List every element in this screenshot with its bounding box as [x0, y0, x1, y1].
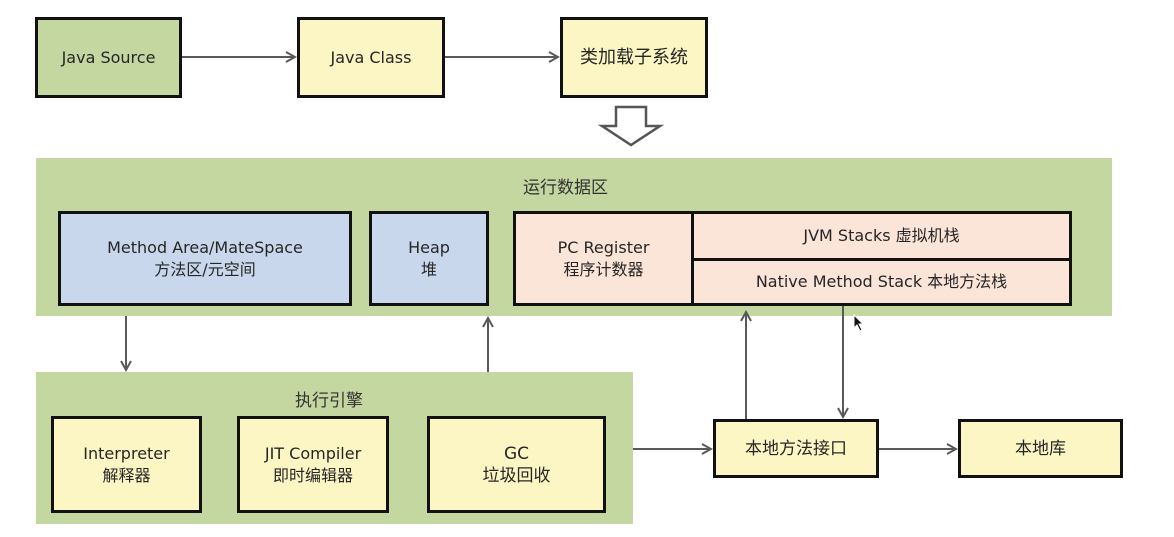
heap-label-en: Heap — [408, 237, 450, 257]
hollow-down-arrow-icon — [597, 105, 665, 147]
java-class-label: Java Class — [330, 47, 412, 67]
pc-register-label-en: PC Register — [557, 237, 650, 257]
class-loader-label: 类加载子系统 — [580, 46, 688, 68]
jvm-stacks-cell: JVM Stacks 虚拟机栈 — [691, 214, 1069, 261]
native-interface-box: 本地方法接口 — [713, 419, 879, 478]
pc-register-label-zh: 程序计数器 — [563, 259, 644, 279]
jit-compiler-label-zh: 即时编辑器 — [272, 465, 353, 485]
interpreter-label-zh: 解释器 — [102, 465, 151, 485]
method-area-label-zh: 方法区/元空间 — [154, 259, 256, 279]
method-area-box: Method Area/MateSpace 方法区/元空间 — [58, 211, 352, 306]
native-library-label: 本地库 — [1015, 438, 1066, 459]
native-library-box: 本地库 — [958, 419, 1123, 478]
pc-register-cell: PC Register 程序计数器 — [516, 214, 691, 303]
method-area-label-en: Method Area/MateSpace — [107, 237, 303, 257]
gc-label-en: GC — [503, 443, 530, 464]
native-method-stack-label: Native Method Stack 本地方法栈 — [755, 272, 1008, 291]
jit-compiler-box: JIT Compiler 即时编辑器 — [237, 416, 389, 513]
java-source-label: Java Source — [61, 47, 156, 67]
gc-label-zh: 垃圾回收 — [482, 465, 551, 486]
class-loader-box: 类加载子系统 — [560, 17, 708, 98]
java-source-box: Java Source — [35, 17, 182, 98]
interpreter-label-en: Interpreter — [83, 443, 170, 463]
pc-register-stacks-box: PC Register 程序计数器 JVM Stacks 虚拟机栈 Native… — [513, 211, 1072, 306]
heap-label-zh: 堆 — [420, 259, 437, 279]
heap-box: Heap 堆 — [369, 211, 489, 306]
execution-engine-title: 执行引擎 — [295, 391, 363, 411]
native-interface-label: 本地方法接口 — [745, 438, 847, 459]
jit-compiler-label-en: JIT Compiler — [264, 443, 362, 463]
native-method-stack-cell: Native Method Stack 本地方法栈 — [691, 261, 1069, 303]
interpreter-box: Interpreter 解释器 — [51, 416, 202, 513]
java-class-box: Java Class — [297, 17, 445, 98]
mouse-cursor-icon — [853, 314, 865, 332]
jvm-stacks-label: JVM Stacks 虚拟机栈 — [803, 226, 960, 245]
runtime-data-area-title: 运行数据区 — [523, 178, 608, 198]
gc-box: GC 垃圾回收 — [427, 416, 606, 513]
